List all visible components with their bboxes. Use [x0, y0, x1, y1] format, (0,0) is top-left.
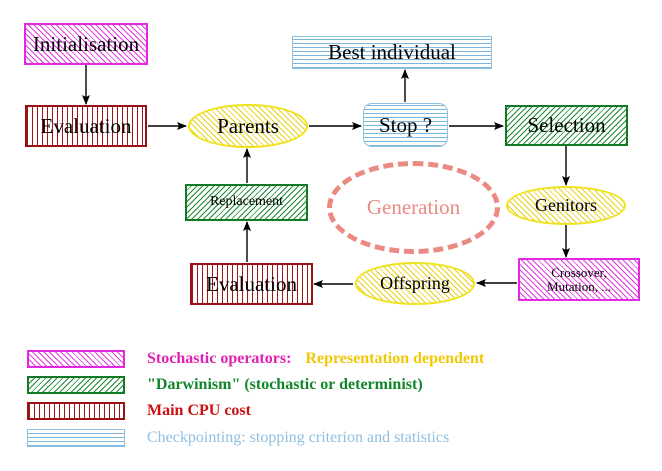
legend-label-darwinism: "Darwinism" (stochastic or determinist) [147, 376, 423, 393]
legend-label-stochastic-main: Stochastic operators: [147, 350, 292, 367]
node-replacement[interactable]: Replacement [185, 184, 308, 221]
legend-row-stochastic: Stochastic operators: Representation depe… [0, 350, 484, 368]
node-initialisation-label: Initialisation [32, 31, 140, 56]
node-stop[interactable]: Stop ? [363, 103, 448, 147]
node-genitors[interactable]: Genitors [506, 186, 626, 225]
node-crossover-mutation[interactable]: Crossover, Mutation, ... [518, 258, 640, 301]
node-parents-label: Parents [217, 113, 279, 138]
node-evaluation-bottom-label: Evaluation [206, 271, 297, 296]
node-crossover-mutation-label: Crossover, Mutation, ... [547, 264, 611, 294]
node-evaluation-top[interactable]: Evaluation [25, 105, 147, 147]
node-parents[interactable]: Parents [188, 104, 308, 148]
legend-row-darwinism: "Darwinism" (stochastic or determinist) [0, 376, 423, 394]
node-selection-label: Selection [527, 113, 606, 138]
node-initialisation[interactable]: Initialisation [24, 23, 148, 65]
node-replacement-label: Replacement [209, 194, 284, 210]
node-genitors-label: Genitors [535, 195, 597, 216]
legend-row-cpu-cost: Main CPU cost [0, 402, 251, 420]
node-generation: Generation [327, 161, 500, 254]
legend-swatch-vertical-hatch-red [27, 402, 125, 420]
node-best-individual[interactable]: Best individual [292, 36, 492, 69]
legend-swatch-diagonal-hatch-magenta [27, 350, 125, 368]
legend-row-checkpointing: Checkpointing: stopping criterion and st… [0, 429, 449, 447]
legend-swatch-diagonal-hatch-green [27, 376, 125, 394]
node-selection[interactable]: Selection [505, 105, 628, 146]
node-generation-label: Generation [366, 195, 461, 219]
legend-swatch-horizontal-lines-blue [27, 429, 125, 447]
node-best-individual-label: Best individual [328, 40, 456, 65]
legend-label-cpu-cost: Main CPU cost [147, 402, 251, 419]
node-evaluation-top-label: Evaluation [40, 113, 132, 138]
legend-label-stochastic: Stochastic operators: Representation depe… [147, 350, 484, 368]
node-offspring-label: Offspring [380, 273, 450, 294]
legend-label-checkpointing: Checkpointing: stopping criterion and st… [147, 429, 450, 446]
legend-label-stochastic-secondary: Representation dependent [305, 350, 485, 367]
node-offspring[interactable]: Offspring [355, 262, 475, 305]
node-evaluation-bottom[interactable]: Evaluation [190, 263, 313, 305]
node-stop-label: Stop ? [378, 112, 433, 137]
